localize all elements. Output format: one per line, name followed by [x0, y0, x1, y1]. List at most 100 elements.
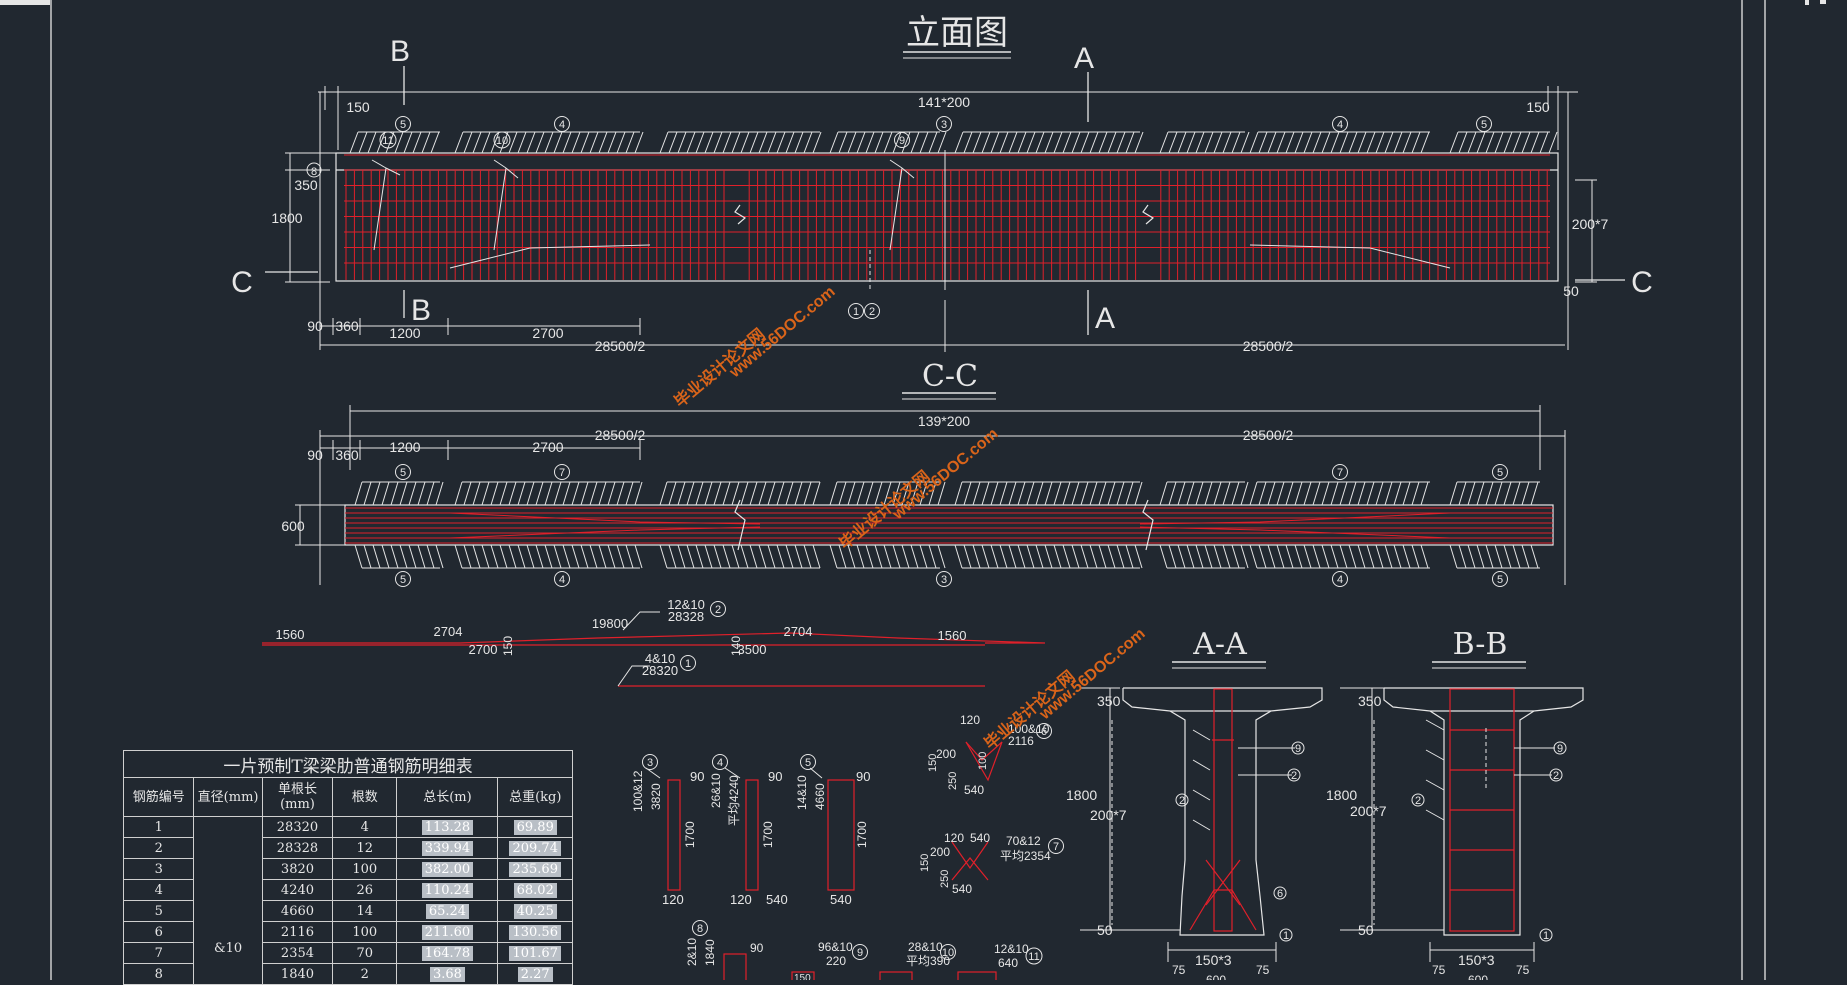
bb-dim-75-right: 75 — [1516, 963, 1530, 977]
table-cell: 382.00 — [396, 858, 499, 880]
bb-dim-50: 50 — [1358, 922, 1374, 938]
callout-number: 6 — [1277, 888, 1283, 900]
table-cell: 70 — [332, 942, 398, 964]
highlighted-value: 68.02 — [513, 882, 557, 898]
section-mark-c-right: C — [1631, 266, 1653, 299]
cc-dim-half-right: 28500/2 — [1243, 427, 1294, 443]
dim-b-90: 90 — [307, 318, 323, 334]
highlighted-value: 164.78 — [421, 945, 474, 961]
table-cell: 4660 — [261, 900, 334, 922]
b6-length: 2116 — [1008, 734, 1034, 748]
table-cell: 1 — [122, 816, 195, 838]
b7-spec: 70&12 — [1006, 834, 1041, 848]
cc-hatch — [354, 481, 1540, 569]
bb-dim-1800: 1800 — [1326, 787, 1357, 803]
watermark-cn-1: 毕业设计论文网 — [670, 325, 768, 412]
watermark-url-3: www.56DOC.com — [1036, 625, 1149, 723]
cc-dim-height: 600 — [281, 518, 305, 534]
bb-dim-150x3: 150*3 — [1458, 952, 1495, 968]
highlighted-value: 101.67 — [509, 945, 561, 961]
b11-length: 640 — [998, 956, 1018, 970]
table-cell: 4240 — [261, 879, 334, 901]
highlighted-value: 382.00 — [421, 861, 474, 877]
table-cell: 101.67 — [497, 942, 573, 964]
dim-half-left: 28500/2 — [595, 338, 646, 354]
table-header-cell: 总重(kg) — [497, 777, 573, 817]
elevation-title: 立面图 — [906, 13, 1008, 53]
table-cell: 2.27 — [497, 963, 573, 985]
highlighted-value: 209.74 — [509, 840, 561, 856]
bar1-length: 28320 — [642, 663, 678, 678]
bar2-length: 28328 — [668, 609, 704, 624]
cc-top-dimensions — [319, 405, 1566, 585]
highlighted-value: 69.89 — [513, 819, 557, 835]
b6-150: 150 — [927, 754, 939, 772]
b9-length: 220 — [826, 954, 846, 968]
table-cell: 2 — [332, 963, 398, 985]
b4-top: 90 — [768, 769, 782, 784]
aa-dim-1800: 1800 — [1066, 787, 1097, 803]
table-cell: 2116 — [261, 921, 334, 943]
profile-3500: 3500 — [738, 642, 767, 657]
profile-callouts: 21 — [680, 601, 726, 671]
callout-number: 7 — [1337, 467, 1343, 479]
table-header-row: 钢筋编号 直径(mm) 单根长(mm) 根数 总长(m) 总重(kg) — [122, 777, 573, 817]
table-cell: 3820 — [261, 858, 334, 880]
callout-number: 4 — [1337, 574, 1343, 586]
cc-dim-half-left: 28500/2 — [595, 427, 646, 443]
table-header-cell: 根数 — [332, 777, 398, 817]
bb-dim-350: 350 — [1358, 693, 1382, 709]
highlighted-value: 339.94 — [421, 840, 474, 856]
cc-dim-2700: 2700 — [532, 439, 563, 455]
table-caption: 一片预制T梁梁肋普通钢筋明细表 — [123, 750, 573, 778]
b5-spec: 14&10 — [795, 775, 809, 810]
callout-number: 4 — [559, 574, 565, 586]
b4-bottom-right: 540 — [766, 892, 788, 907]
cc-dim-total: 139*200 — [918, 413, 970, 429]
callout-number: 9 — [1557, 743, 1563, 755]
b7-avg: 平均2354 — [1000, 849, 1051, 863]
dim-half-right: 28500/2 — [1243, 338, 1294, 354]
cc-title: C-C — [922, 359, 978, 394]
cc-dim-1200: 1200 — [389, 439, 420, 455]
b9-150: 150 — [794, 973, 811, 980]
b6-100: 100 — [977, 752, 989, 770]
callout-number: 4 — [717, 757, 723, 769]
callout-number: 11 — [1028, 951, 1039, 963]
bar2-spec: 12&10 — [667, 597, 705, 612]
b7-540b: 540 — [952, 882, 972, 896]
table-cell: 40.25 — [497, 900, 573, 922]
b6-250: 250 — [947, 772, 959, 790]
profile-140: 140 — [729, 636, 743, 656]
bb-title: B-B — [1453, 627, 1508, 662]
highlighted-value: 3.68 — [429, 966, 465, 982]
table-cell: 7 — [122, 942, 195, 964]
table-cell: 68.02 — [497, 879, 573, 901]
table-cell: 130.56 — [497, 921, 573, 943]
b7-200: 200 — [930, 845, 950, 859]
b3-spec: 100&12 — [631, 770, 645, 812]
b3-top: 90 — [690, 769, 704, 784]
b5-length: 4660 — [813, 783, 827, 810]
callout-number: 10 — [942, 947, 954, 959]
table-cell: 28320 — [261, 816, 334, 838]
callout-number: 5 — [1481, 119, 1487, 131]
callout-number: 3 — [941, 119, 947, 131]
b3-height: 1700 — [683, 821, 697, 848]
b9-spec: 96&10 — [818, 940, 853, 954]
callout-number: 2 — [869, 306, 875, 318]
table-cell: 211.60 — [396, 921, 499, 943]
callout-number: 5 — [805, 757, 811, 769]
callout-number: 5 — [400, 119, 406, 131]
callout-number: 4 — [559, 119, 565, 131]
